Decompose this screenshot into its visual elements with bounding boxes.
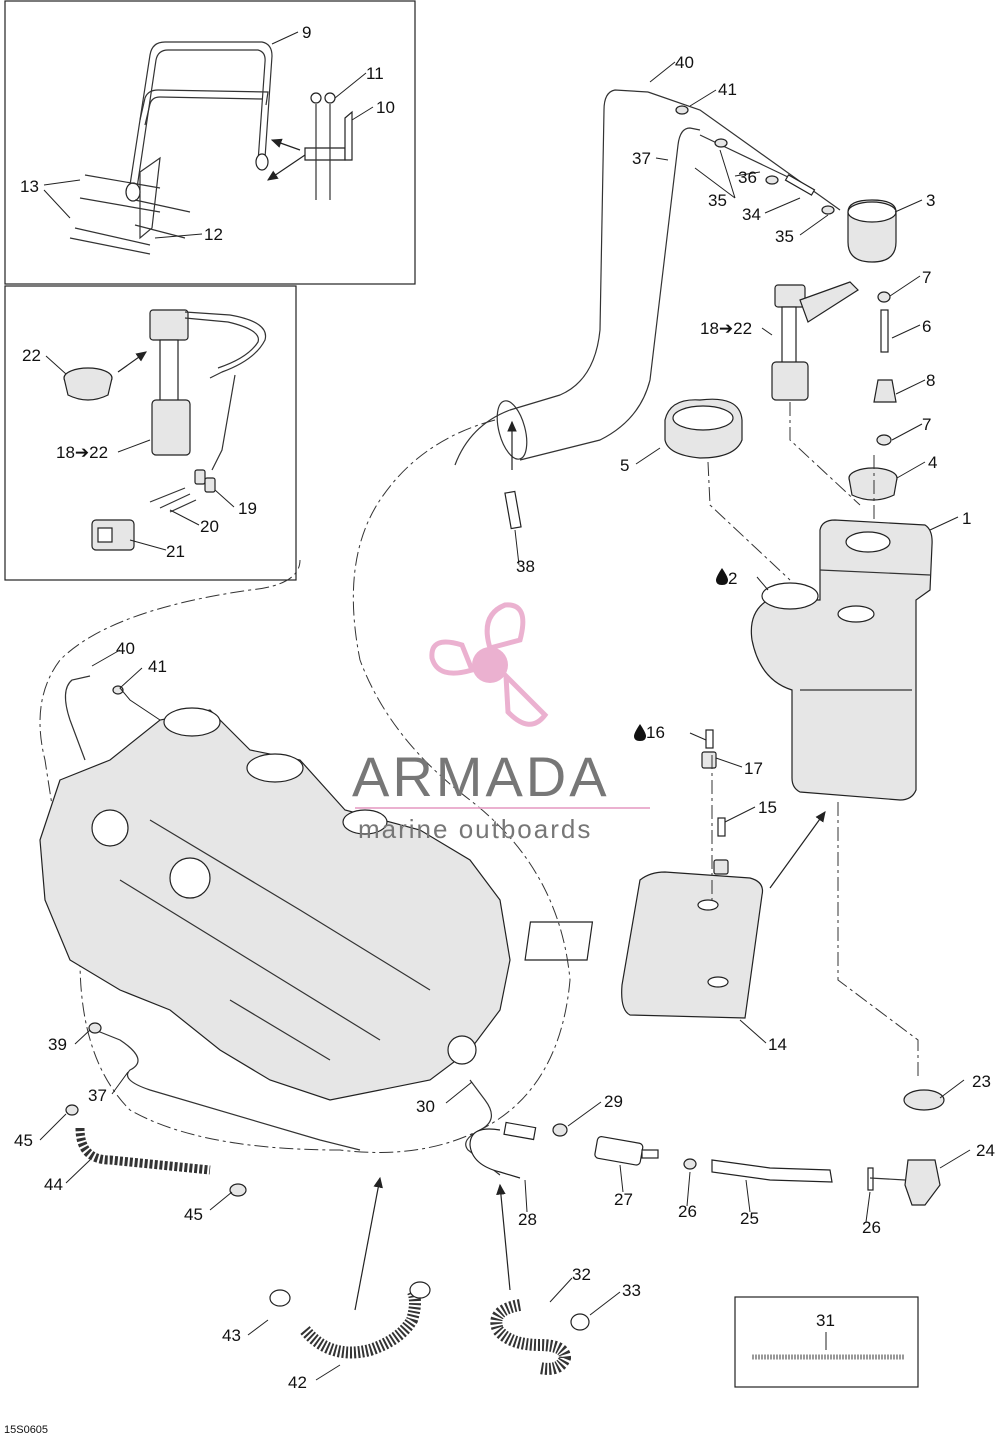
callout-42: 42 <box>288 1373 307 1392</box>
inset-bracket-box <box>4 0 416 285</box>
callout-16: 16 <box>646 723 665 742</box>
oil-drop-icon <box>634 724 646 741</box>
strap-plate <box>69 156 191 255</box>
armada-logo <box>355 602 650 809</box>
callout-18-22-left: 18➔22 <box>56 443 108 462</box>
fuel-filter <box>594 1136 659 1166</box>
callout-27: 27 <box>614 1190 633 1209</box>
callout-43: 43 <box>222 1326 241 1345</box>
callout-35-right: 35 <box>775 227 794 246</box>
fitting-7-lower <box>876 434 892 446</box>
tray-fasteners <box>701 729 729 875</box>
corrugated-hose-42 <box>300 1286 421 1359</box>
level-sender <box>771 281 859 401</box>
callout-45-left: 45 <box>14 1131 33 1150</box>
callout-24: 24 <box>976 1141 995 1160</box>
connector-pins <box>149 469 216 513</box>
callout-3: 3 <box>926 191 935 210</box>
callout-15: 15 <box>758 798 777 817</box>
decal-box <box>734 1296 919 1388</box>
leader-lines <box>39 31 971 1381</box>
callout-25: 25 <box>740 1209 759 1228</box>
engine-block <box>39 707 511 1101</box>
hose-28 <box>469 1128 521 1179</box>
tank-support-tray <box>524 871 764 1019</box>
fitting-8 <box>873 379 897 403</box>
diagram-reference: 15S0605 <box>4 1424 49 1436</box>
callout-37-top: 37 <box>632 149 651 168</box>
callout-40-engine: 40 <box>116 639 135 658</box>
grommet <box>63 367 113 401</box>
fitting-7-upper <box>877 291 891 303</box>
oil-tank <box>750 519 933 801</box>
callout-32: 32 <box>572 1265 591 1284</box>
callout-31: 31 <box>816 1311 835 1330</box>
callout-7-upper: 7 <box>922 268 931 287</box>
filler-cap <box>664 398 743 459</box>
callout-22: 22 <box>22 346 41 365</box>
callout-19: 19 <box>238 499 257 518</box>
tank-grommet <box>848 467 898 501</box>
corrugated-hose-32 <box>490 1299 572 1375</box>
callout-41-engine: 41 <box>148 657 167 676</box>
callout-12: 12 <box>204 225 223 244</box>
callout-9: 9 <box>302 23 311 42</box>
callout-2: 2 <box>728 569 737 588</box>
callout-1: 1 <box>962 509 971 528</box>
bracket-hardware <box>304 92 353 200</box>
callout-36: 36 <box>738 168 757 187</box>
watermark-tagline: marine outboards <box>358 814 592 844</box>
vent-clamps <box>675 105 835 215</box>
callout-26-left: 26 <box>678 1202 697 1221</box>
tank-bracket <box>125 41 273 202</box>
callout-14: 14 <box>768 1035 787 1054</box>
callout-5: 5 <box>620 456 629 475</box>
harness-connector <box>91 519 135 551</box>
callout-44: 44 <box>44 1175 63 1194</box>
callout-23: 23 <box>972 1072 991 1091</box>
pickup-fitting <box>903 1089 945 1206</box>
callout-labels: 9 11 10 13 12 22 18➔22 19 20 21 40 41 37… <box>14 23 995 1392</box>
callout-8: 8 <box>926 371 935 390</box>
check-valve <box>847 199 897 263</box>
callout-7-lower: 7 <box>922 415 931 434</box>
callout-45-right: 45 <box>184 1205 203 1224</box>
callout-38: 38 <box>516 557 535 576</box>
callout-13: 13 <box>20 177 39 196</box>
callout-29: 29 <box>604 1092 623 1111</box>
callout-20: 20 <box>200 517 219 536</box>
fuel-level-sensor <box>149 309 267 471</box>
callout-6: 6 <box>922 317 931 336</box>
callout-17: 17 <box>744 759 763 778</box>
callout-18-22-right: 18➔22 <box>700 319 752 338</box>
oil-drop-icon <box>716 568 728 585</box>
callout-33: 33 <box>622 1281 641 1300</box>
drain-hose <box>75 1127 211 1175</box>
callout-37-engine: 37 <box>88 1086 107 1105</box>
vent-line-lower <box>519 127 701 461</box>
callout-40-top: 40 <box>675 53 694 72</box>
callout-41-top: 41 <box>718 80 737 99</box>
callout-30: 30 <box>416 1097 435 1116</box>
callout-4: 4 <box>928 453 937 472</box>
callout-35-left: 35 <box>708 191 727 210</box>
inset-sensor-box <box>4 285 297 581</box>
vent-line-upper <box>454 89 649 466</box>
callout-10: 10 <box>376 98 395 117</box>
callout-39: 39 <box>48 1035 67 1054</box>
callout-34: 34 <box>742 205 761 224</box>
callout-28: 28 <box>518 1210 537 1229</box>
callout-21: 21 <box>166 542 185 561</box>
watermark-name: ARMADA <box>352 745 610 808</box>
callout-11: 11 <box>366 64 384 83</box>
callout-26-right: 26 <box>862 1218 881 1237</box>
fitting-6 <box>880 309 889 353</box>
